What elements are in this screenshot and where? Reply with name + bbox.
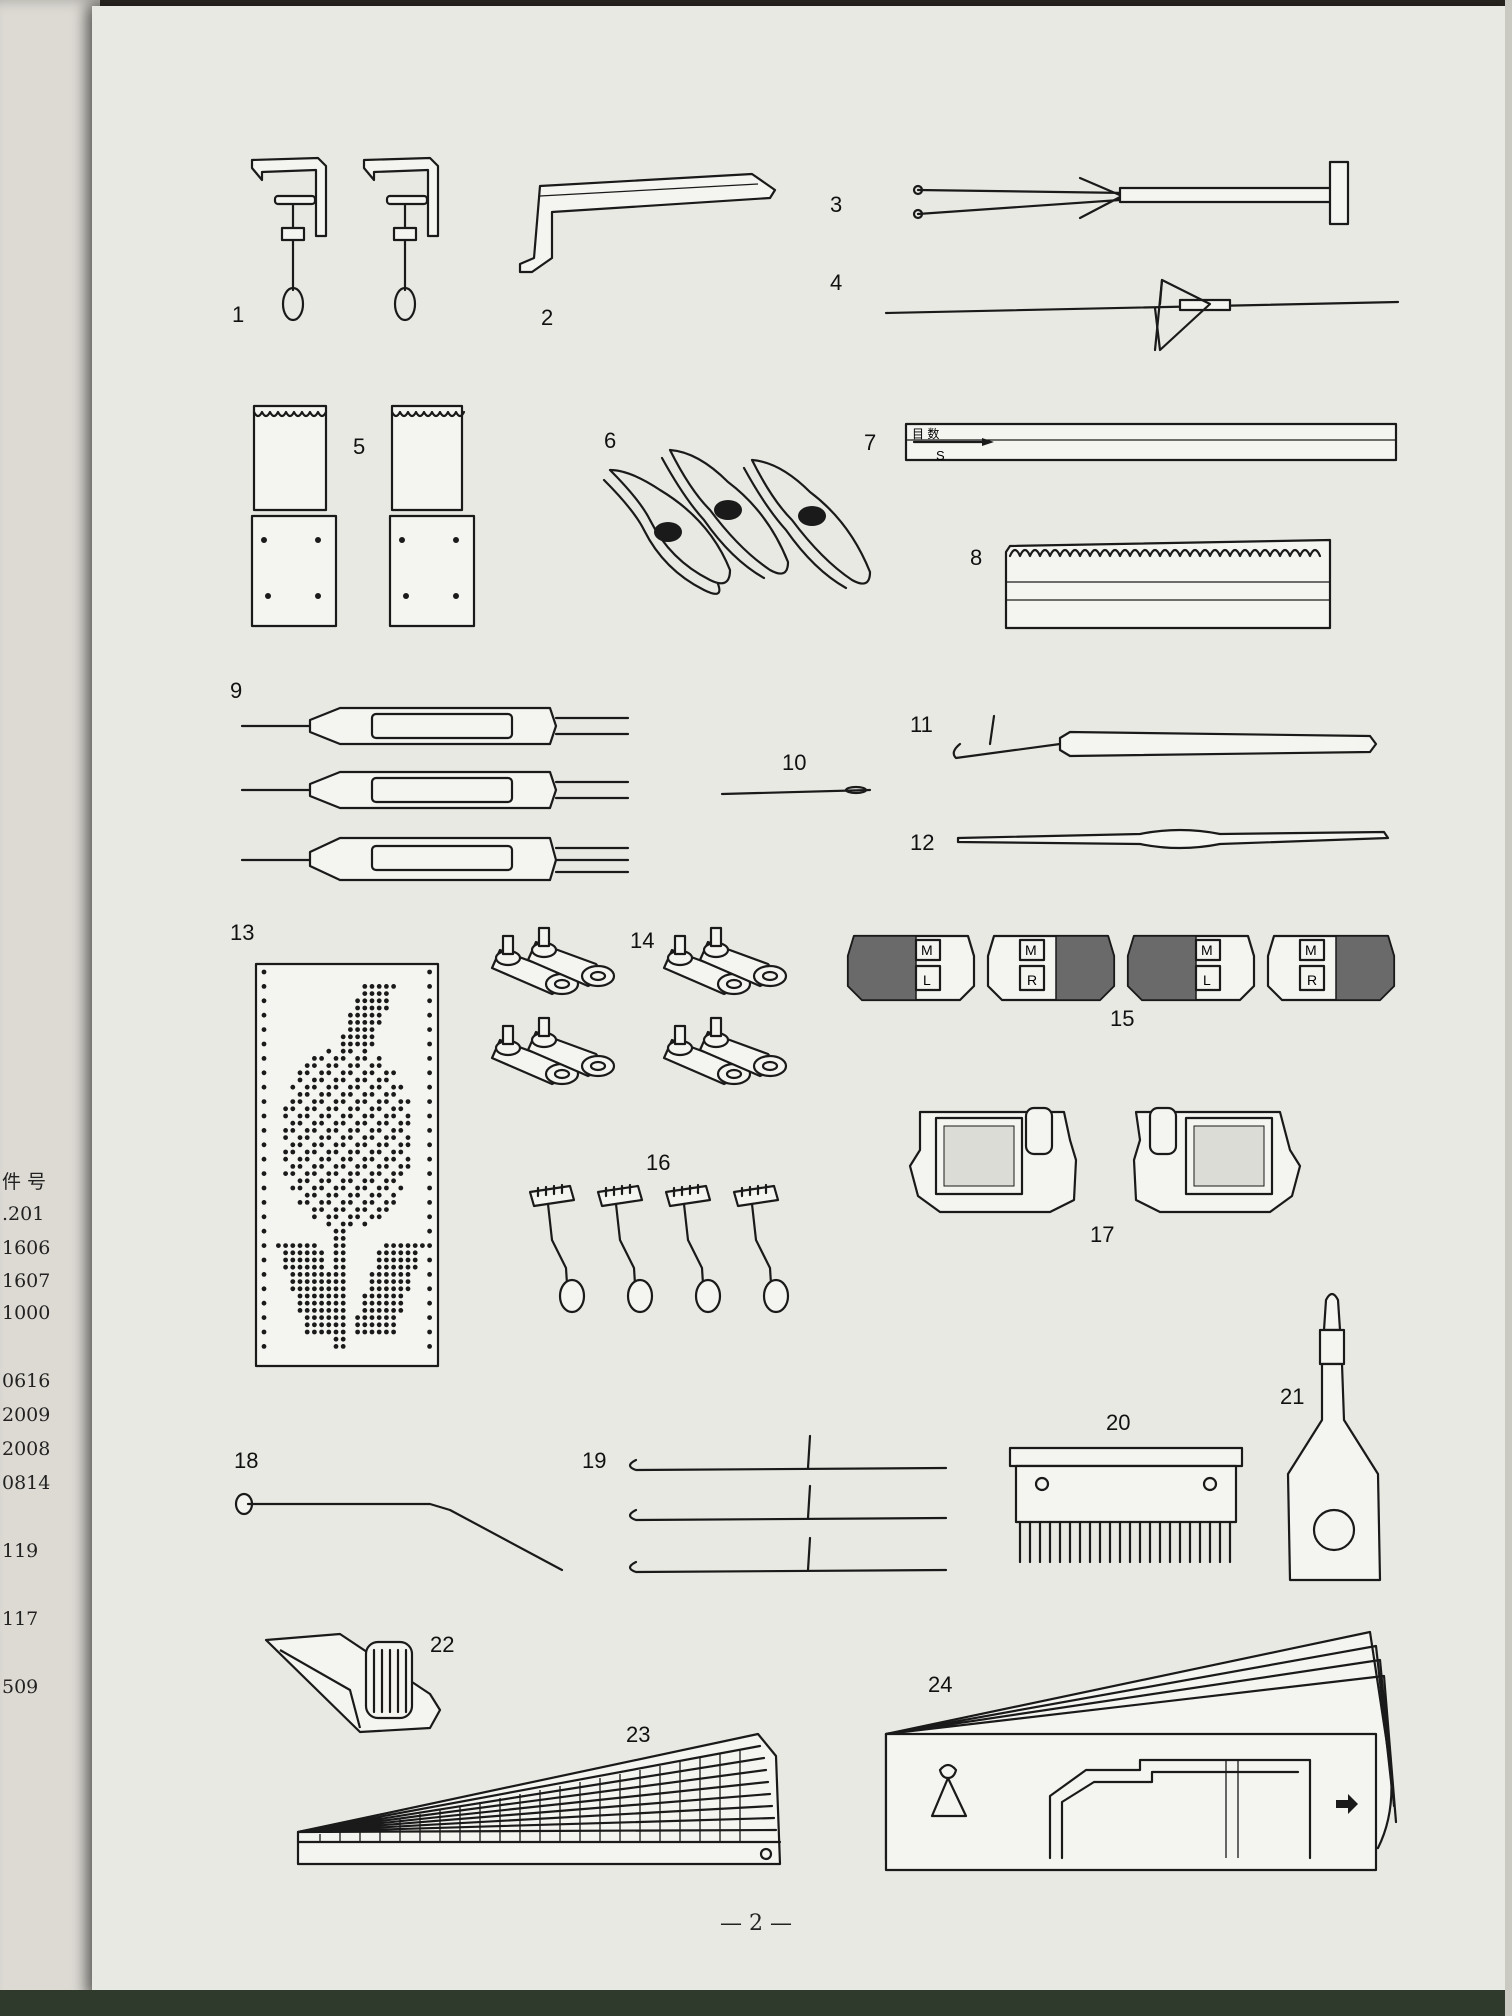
pattern-sheet-icon [884, 1630, 1398, 1872]
side-text: 1607 [2, 1270, 50, 1292]
item-label: 8 [970, 545, 982, 570]
side-text: 119 [2, 1540, 38, 1562]
cam-mode-label: M [921, 942, 933, 958]
next-page-edge [1505, 0, 1512, 2016]
tension-nut-icon [264, 1632, 442, 1734]
oil-bottle-icon [1286, 1292, 1382, 1582]
item-label: 4 [830, 270, 842, 295]
punch-card-icon [254, 962, 440, 1368]
claw-weight-icon [250, 404, 476, 628]
side-text: 1606 [2, 1237, 50, 1259]
side-text: 2009 [2, 1404, 50, 1426]
yarn-tension-unit-icon [912, 160, 1350, 226]
cam-side-label: L [1203, 972, 1211, 988]
item-label: 23 [626, 1722, 650, 1747]
item-label: 16 [646, 1150, 670, 1175]
clamp-bracket-icon [518, 172, 777, 274]
wire-tool-icon [234, 1492, 564, 1572]
table-surface [0, 1990, 1512, 2016]
item-label: 2 [541, 305, 553, 330]
item-label: 19 [582, 1448, 606, 1473]
cam-side-label: R [1027, 972, 1037, 988]
item-label: 20 [1106, 1410, 1130, 1435]
item-label: 1 [232, 302, 244, 327]
item-label: 7 [864, 430, 876, 455]
item-label: 22 [430, 1632, 454, 1657]
ruler-bottom-text: S [936, 448, 945, 463]
tension-arm-icon [884, 278, 1400, 352]
crochet-hook-icon [956, 828, 1390, 850]
item-label: 11 [910, 712, 933, 737]
item-label: 12 [910, 830, 934, 855]
side-text: 0616 [2, 1370, 50, 1392]
transfer-hooks-icon [628, 1434, 948, 1574]
item-label: 9 [230, 678, 242, 703]
side-text: 件 号 [2, 1171, 46, 1193]
table-clamp-icon [250, 156, 440, 322]
side-text: 2008 [2, 1438, 50, 1460]
darning-needle-icon [720, 785, 872, 796]
side-text: 117 [2, 1608, 38, 1630]
side-text: .201 [2, 1203, 44, 1225]
item-label: 5 [353, 434, 365, 459]
cam-mode-label: M [1305, 942, 1317, 958]
item-label: 18 [234, 1448, 258, 1473]
cam-mode-label: M [1025, 942, 1037, 958]
sinker-brushes-icon [528, 1183, 790, 1314]
side-text: 509 [2, 1676, 38, 1698]
side-text: 1000 [2, 1302, 50, 1324]
item-label: 15 [1110, 1006, 1134, 1031]
row-scale-ruler-icon [904, 422, 1398, 462]
side-text: 0814 [2, 1472, 50, 1494]
cam-side-label: L [923, 972, 931, 988]
item-label: 17 [1090, 1222, 1114, 1247]
previous-page-text: 件 号 .201 1606 1607 1000 0616 2009 2008 0… [2, 1171, 50, 1698]
item-label: 21 [1280, 1384, 1304, 1409]
ruler-top-text: 目 数 [912, 426, 939, 441]
cams-icon [846, 934, 1396, 1002]
item-label: 10 [782, 750, 806, 775]
item-label: 14 [630, 928, 654, 953]
bobbin-holders-icon [908, 1106, 1302, 1214]
cast-on-comb-icon [1004, 538, 1332, 630]
transfer-tool-icon [240, 706, 630, 882]
cam-mode-label: M [1201, 942, 1213, 958]
item-label: 3 [830, 192, 842, 217]
cam-side-label: R [1307, 972, 1317, 988]
latch-tool-icon [952, 714, 1378, 760]
knit-gauge-icon [296, 1732, 782, 1866]
item-label: 24 [928, 1672, 952, 1697]
page-number: — 2 — [720, 1911, 792, 1936]
previous-page-edge [0, 0, 100, 2016]
holding-weights-icon [490, 926, 788, 1086]
cast-on-comb-cord-icon [602, 448, 872, 595]
item-label: 6 [604, 428, 616, 453]
brush-icon [1008, 1446, 1244, 1564]
item-label: 13 [230, 920, 254, 945]
